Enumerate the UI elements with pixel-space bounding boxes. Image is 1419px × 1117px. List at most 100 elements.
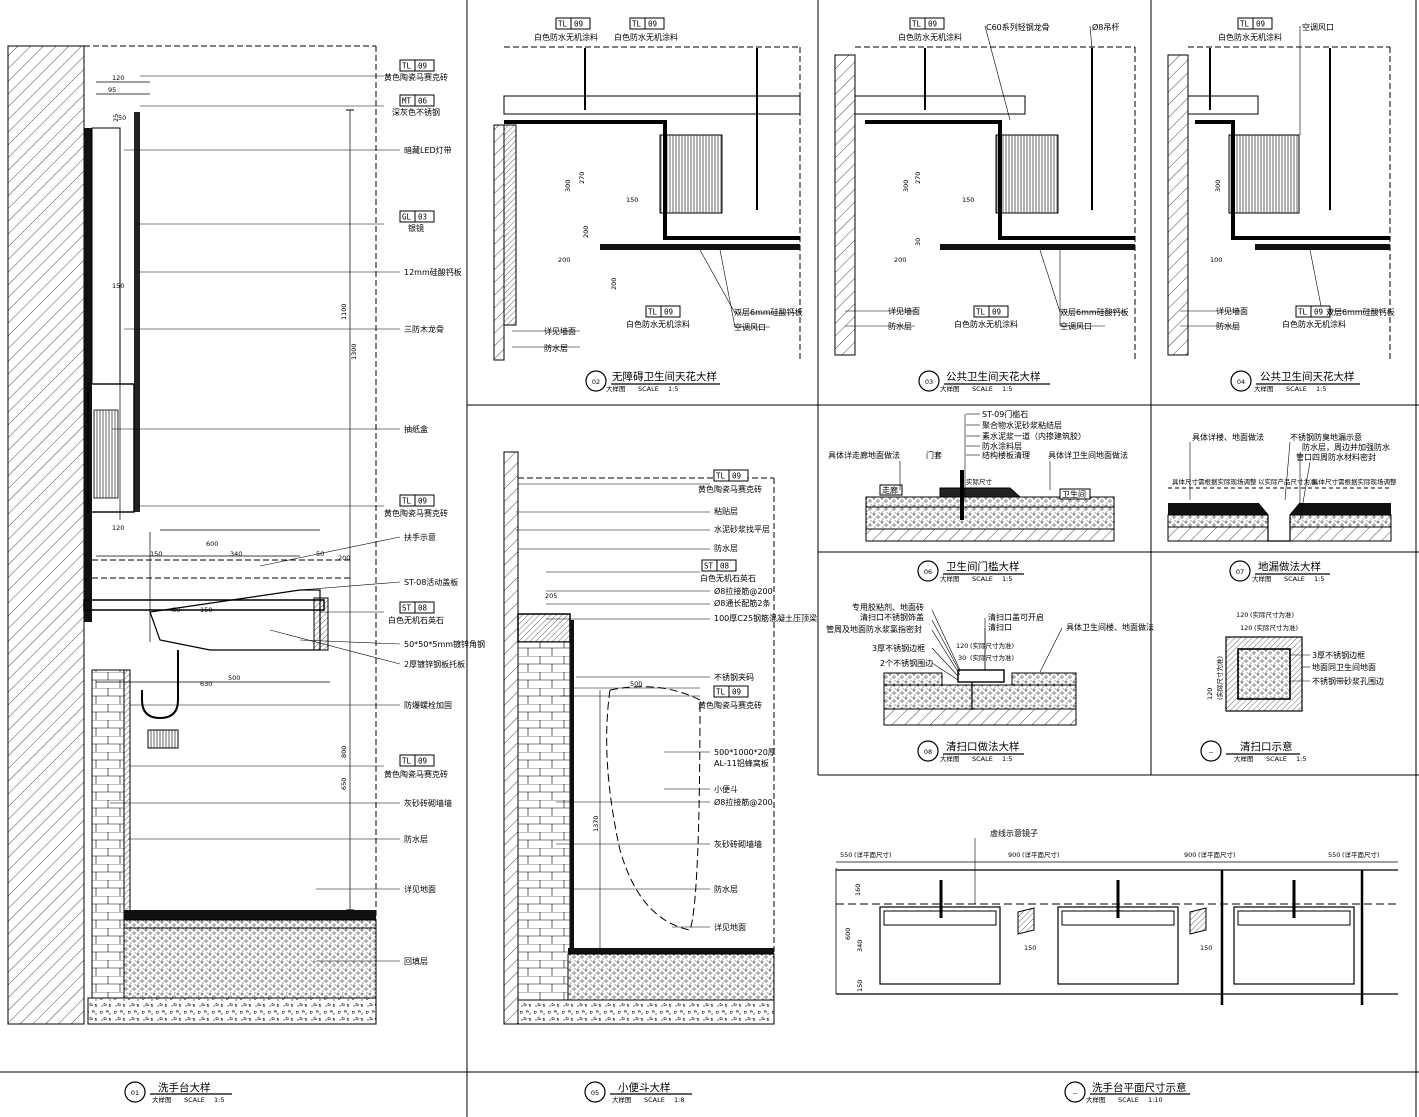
washbasin-title: 洗手台大样 — [158, 1081, 211, 1094]
note-ceiling-a-waterproof: 防水层 — [544, 343, 568, 353]
note-brick-wall: 灰砂砖砌墙墙 — [404, 798, 452, 808]
tag-urinal-st08-num: 08 — [720, 562, 730, 571]
washbasin-scale-word: SCALE — [184, 1096, 205, 1104]
cleanout-plan-scale-word: SCALE — [1266, 755, 1287, 763]
tag-tl09-a — [399, 59, 435, 72]
note-tissue-box: 抽纸盒 — [404, 424, 428, 434]
dim-washbasin-7: 340 — [230, 550, 242, 558]
tag-ceiling-c-2-num: 09 — [1314, 308, 1323, 317]
washbasin-scale: 1:5 — [214, 1096, 224, 1104]
tag-ceiling-b-1-code: TL — [912, 20, 922, 29]
tag-gl03-code: GL — [402, 213, 412, 222]
dim-ceiling-b-200: 200 — [894, 256, 906, 264]
dim-urinal-205: 205 — [545, 592, 557, 600]
tag-tl09-c-num: 09 — [418, 757, 427, 766]
panel-ceiling-leaders — [512, 25, 1385, 348]
dim-plan-side-1: 600 — [844, 928, 852, 940]
panel-ceiling-c — [1167, 46, 1391, 360]
tag-ceiling-a-1 — [555, 17, 591, 30]
tag-mt06-num: 06 — [418, 97, 428, 106]
ceiling-b-scale-word: SCALE — [972, 385, 993, 393]
cleanout-plan-title: 清扫口示意 — [1240, 740, 1293, 753]
tag-gl03-num: 03 — [418, 213, 427, 222]
note-urinal-tie-a: Ø8拉接筋@200 — [714, 586, 773, 596]
panel-urinal — [503, 451, 775, 1025]
tag-st08-a-num: 08 — [418, 604, 428, 613]
note-waterproof: 防水层 — [404, 834, 428, 844]
tag-tl09-b-code: TL — [402, 497, 412, 506]
note-led: 暗藏LED灯带 — [404, 145, 452, 155]
note-threshold-stone: ST-09门槛石 — [982, 409, 1028, 419]
note-urinal-mosaic-b: 黄色陶瓷马赛克砖 — [698, 700, 762, 710]
marker-threshold-num: 06 — [924, 568, 932, 576]
ceiling-c-view: 大样图 — [1254, 384, 1274, 393]
urinal-scale-word: SCALE — [644, 1096, 665, 1104]
dim-ceiling-b-v1: 270 — [914, 172, 922, 184]
note-ceiling-b-waterproof: 防水层 — [888, 321, 912, 331]
note-urinal-adhesive: 粘贴层 — [714, 506, 738, 516]
marker-drain-num: 07 — [1236, 568, 1244, 576]
cleanout-plan-scale: 1:5 — [1296, 755, 1306, 763]
tag-urinal-tl09-b — [713, 685, 749, 698]
tag-mt06-code: MT — [402, 97, 412, 106]
note-urinal-see-floor: 详见地面 — [714, 922, 746, 932]
note-urinal-panel-type: AL-11铝蜂窝板 — [714, 758, 769, 768]
ceiling-b-title: 公共卫生间天花大样 — [946, 370, 1041, 383]
panel-washbasin — [7, 45, 377, 1025]
drain-title: 地漏做法大样 — [1258, 560, 1321, 573]
dim-washbasin-650: 650 — [340, 778, 348, 790]
dim-washbasin-11: 150 — [200, 606, 212, 614]
dim-ceiling-a-v3: 200 — [610, 278, 618, 290]
dim-washbasin-1100: 1100 — [340, 303, 348, 320]
dim-cplan-note-a: (实际尺寸为准) — [1250, 610, 1294, 619]
dim-plan-note-1: (详平面尺寸) — [1022, 850, 1060, 859]
urinal-view: 大样图 — [612, 1095, 632, 1104]
tag-tl09-b-num: 09 — [418, 497, 427, 506]
dim-ceiling-a-v2: 200 — [582, 226, 590, 238]
dim-cplan-120-b: 120 — [1240, 624, 1252, 632]
note-cleanout-rim: 2个不锈钢围边 — [880, 658, 933, 668]
note-ceiling-c-board: 双层6mm硅酸钙板 — [1326, 307, 1395, 317]
threshold-title: 卫生间门槛大样 — [946, 560, 1020, 573]
cleanout-scale-word: SCALE — [972, 755, 993, 763]
title-markers — [124, 370, 1360, 1103]
dim-cleanout-note-a: (实际尺寸为准) — [970, 641, 1014, 650]
dim-plan-note-0: (详平面尺寸) — [854, 850, 892, 859]
threshold-view: 大样图 — [940, 574, 960, 583]
note-drain-actual: 以实际产品尺寸为准 — [1258, 477, 1317, 486]
dim-washbasin-1300: 1300 — [350, 343, 358, 360]
note-mirror: 银镜 — [408, 223, 424, 233]
dim-washbasin-12: 500 — [228, 674, 240, 682]
panel-cleanout-plan-leaders — [1290, 654, 1310, 682]
dim-ceiling-a-v1: 270 — [578, 172, 586, 184]
note-ceiling-a-paint-3: 白色防水无机涂料 — [626, 319, 690, 329]
dim-ceiling-a-150: 150 — [626, 196, 638, 204]
plan-view: 大样图 — [1086, 1095, 1106, 1104]
dim-plan-top-0: 550 — [840, 851, 852, 859]
note-threshold-corridor-spec: 具体详走廊地面做法 — [828, 450, 900, 460]
dim-plan-side-0: 160 — [854, 884, 862, 896]
ceiling-a-scale: 1:5 — [668, 385, 678, 393]
note-ceiling-b-paint-2: 白色防水无机涂料 — [954, 319, 1018, 329]
note-ceiling-b-paint-1: 白色防水无机涂料 — [898, 32, 962, 42]
note-mosaic-b: 黄色陶瓷马赛克砖 — [384, 508, 448, 518]
note-stainless: 深灰色不锈钢 — [392, 107, 440, 117]
panel-plan — [835, 838, 1398, 1005]
note-drain-adjust-b: 具体尺寸需根据实际现场调整 — [1312, 477, 1397, 486]
plan-scale-word: SCALE — [1118, 1096, 1139, 1104]
drain-scale: 1:5 — [1314, 575, 1324, 583]
dim-ceiling-b-v2: 30 — [914, 238, 922, 246]
dim-cleanout-120: 120 — [956, 642, 968, 650]
note-ceiling-c-vent: 空调风口 — [1302, 22, 1334, 32]
dim-washbasin-4: 120 — [112, 524, 124, 532]
note-keel: 三防木龙骨 — [404, 324, 444, 334]
dim-washbasin-9: 200 — [338, 554, 350, 562]
panel-cleanout — [883, 669, 1077, 726]
tag-urinal-tl09-b-num: 09 — [732, 688, 741, 697]
note-cleanout-cover: 清扫口不锈钢饰盖 — [860, 612, 924, 622]
note-handrail: 扶手示意 — [404, 532, 436, 542]
tag-ceiling-c-2 — [1295, 305, 1331, 318]
tag-tl09-a-num: 09 — [418, 62, 427, 71]
tag-tl09-a-code: TL — [402, 62, 412, 71]
